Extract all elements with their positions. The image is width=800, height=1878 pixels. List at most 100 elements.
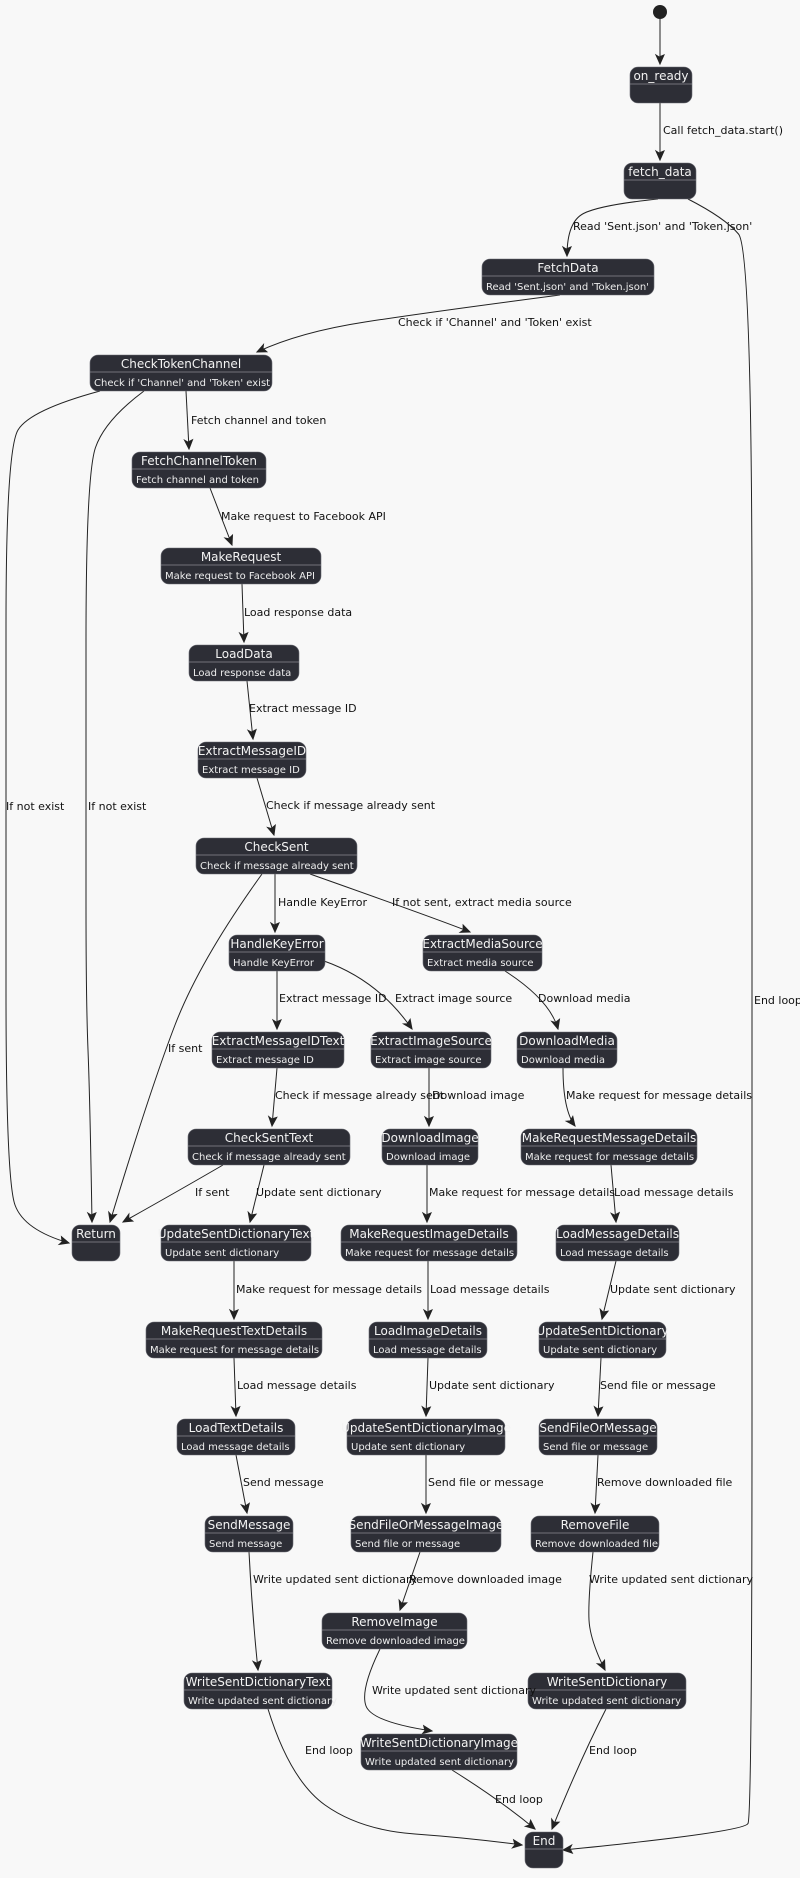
state-return-box [71, 1224, 121, 1262]
edge-update-sent-dictionary-text-make-request-text-details [228, 1261, 239, 1321]
edge-write-sent-dictionary-image-end-label: End loop [495, 1793, 543, 1806]
state-write-sent-dictionary-description: Write updated sent dictionary [532, 1696, 681, 1707]
state-download-media-box [516, 1031, 618, 1069]
edge-remove-file-write-sent-dictionary-label: Write updated sent dictionary [589, 1573, 753, 1586]
state-update-sent-dictionary-box [538, 1321, 667, 1359]
edge-update-sent-dictionary-send-file-or-message [593, 1357, 604, 1418]
state-fetch-data-box [623, 162, 697, 200]
state-on-ready-title: on_ready [633, 69, 688, 83]
state-make-request-message-details-title: MakeRequestMessageDetails [522, 1131, 697, 1145]
edge-check-token-channel-return-inner-arrowhead [86, 1211, 97, 1224]
edge-on-ready-fetch-data-label: Call fetch_data.start() [663, 124, 783, 137]
state-extract-media-source-box [422, 934, 543, 972]
edge-load-data-extract-message-id-arrowhead [246, 728, 257, 741]
state-send-message-description: Send message [209, 1539, 282, 1550]
state-make-request-box [160, 547, 322, 585]
edge-make-request-load-data [238, 583, 249, 644]
edge-make-request-message-details-load-message-details-label: Load message details [614, 1186, 734, 1199]
state-check-sent-text-title: CheckSentText [225, 1131, 314, 1145]
state-write-sent-dictionary-box [527, 1672, 687, 1710]
edge-load-text-details-send-message-arrowhead [240, 1502, 251, 1515]
state-write-sent-dictionary-text-title: WriteSentDictionaryText [186, 1675, 331, 1689]
edge-update-sent-dictionary-image-send-file-or-message-image-arrowhead [420, 1502, 431, 1515]
edge-check-sent-text-update-sent-dictionary-text-arrowhead [247, 1210, 258, 1224]
state-extract-message-idtext-box [211, 1031, 345, 1069]
edge-write-sent-dictionary-text-end-line [267, 1708, 523, 1846]
edge-start-on-ready-arrowhead [654, 53, 665, 66]
edge-fetch-data-end-arrowhead [561, 1843, 574, 1854]
edge-update-sent-dictionary-send-file-or-message-line [597, 1357, 602, 1417]
edge-check-sent-handle-key-error-arrowhead [269, 921, 280, 934]
edge-send-file-or-message-image-remove-image-label: Remove downloaded image [409, 1573, 562, 1586]
edge-fetch-data-check-token-channel [255, 294, 561, 353]
edge-check-sent-text-return-arrowhead [121, 1212, 135, 1223]
state-on-ready-box [629, 66, 693, 104]
edge-check-sent-extract-media-source [309, 873, 472, 933]
edge-send-file-or-message-image-remove-image-line [399, 1551, 421, 1611]
edge-send-file-or-message-remove-file-arrowhead [590, 1502, 601, 1515]
edge-check-token-channel-return-inner-label: If not exist [88, 800, 147, 813]
state-return-title: Return [76, 1227, 116, 1241]
edge-fetch-channel-token-make-request-line [209, 487, 233, 546]
edge-remove-file-write-sent-dictionary-line [588, 1551, 606, 1671]
state-remove-image-description: Remove downloaded image [326, 1636, 465, 1647]
state-write-sent-dictionary-image-box [360, 1733, 518, 1771]
edge-download-image-make-request-image-details [421, 1165, 432, 1224]
edge-write-sent-dictionary-end-label: End loop [589, 1744, 637, 1757]
edge-load-message-details-update-sent-dictionary-arrowhead [599, 1307, 610, 1321]
edge-make-request-message-details-load-message-details [609, 1164, 621, 1224]
edge-load-image-details-update-sent-dictionary-image-line [425, 1357, 429, 1417]
edge-download-image-make-request-image-details-label: Make request for message details [429, 1186, 615, 1199]
state-update-sent-dictionary-text-box [160, 1224, 312, 1262]
edge-handle-key-error-extract-image-source [323, 960, 413, 1031]
state-check-sent-text-description: Check if message already sent [192, 1152, 346, 1163]
state-end-box [524, 1831, 564, 1869]
edge-check-sent-text-return-label: If sent [195, 1186, 230, 1199]
edge-make-request-text-details-load-text-details [230, 1357, 241, 1418]
state-download-media-title: DownloadMedia [519, 1034, 615, 1048]
state-make-request-title: MakeRequest [201, 550, 282, 564]
edge-load-image-details-update-sent-dictionary-image-arrowhead [421, 1405, 432, 1418]
edge-update-sent-dictionary-send-file-or-message-arrowhead [593, 1405, 604, 1418]
state-make-request-text-details-title: MakeRequestTextDetails [161, 1324, 307, 1338]
state-make-request-text-details-box [145, 1321, 323, 1359]
edge-extract-media-source-download-media-arrowhead [550, 1018, 561, 1031]
edge-extract-message-id-check-sent-line [256, 777, 275, 836]
edge-check-sent-return-label: If sent [168, 1042, 203, 1055]
edge-fetch-channel-token-make-request-label: Make request to Facebook API [221, 510, 386, 523]
edge-check-sent-return-arrowhead [108, 1210, 118, 1224]
state-extract-image-source-box [370, 1031, 492, 1069]
edge-check-sent-handle-key-error [269, 874, 280, 934]
edge-make-request-load-data-arrowhead [238, 631, 249, 644]
state-send-file-or-message-image-box [350, 1515, 502, 1553]
edge-remove-file-write-sent-dictionary-arrowhead [595, 1658, 606, 1672]
edge-update-sent-dictionary-image-send-file-or-message-image-label: Send file or message [428, 1476, 544, 1489]
edge-make-request-message-details-load-message-details-line [610, 1164, 617, 1223]
state-load-message-details-box [555, 1224, 680, 1262]
state-send-message-box [204, 1515, 294, 1553]
state-remove-file-box [530, 1515, 660, 1553]
edge-check-token-channel-fetch-channel-token-arrowhead [183, 438, 194, 451]
edge-send-file-or-message-remove-file [590, 1454, 601, 1515]
edge-write-sent-dictionary-image-end-arrowhead [523, 1818, 536, 1830]
edge-fetch-data-check-token-channel-label: Check if 'Channel' and 'Token' exist [398, 316, 592, 329]
edge-make-request-message-details-load-message-details-arrowhead [609, 1211, 621, 1224]
edge-fetch-data-fetch-data-label: Read 'Sent.json' and 'Token.json' [573, 220, 752, 233]
state-send-file-or-message-image-title: SendFileOrMessageImage [349, 1518, 504, 1532]
state-end-title: End [533, 1834, 556, 1848]
edge-check-sent-text-return [121, 1164, 224, 1223]
edge-fetch-channel-token-make-request-arrowhead [223, 533, 234, 547]
edge-handle-key-error-extract-message-idtext-label: Extract message ID [279, 992, 387, 1005]
edge-send-file-or-message-remove-file-line [594, 1454, 599, 1514]
